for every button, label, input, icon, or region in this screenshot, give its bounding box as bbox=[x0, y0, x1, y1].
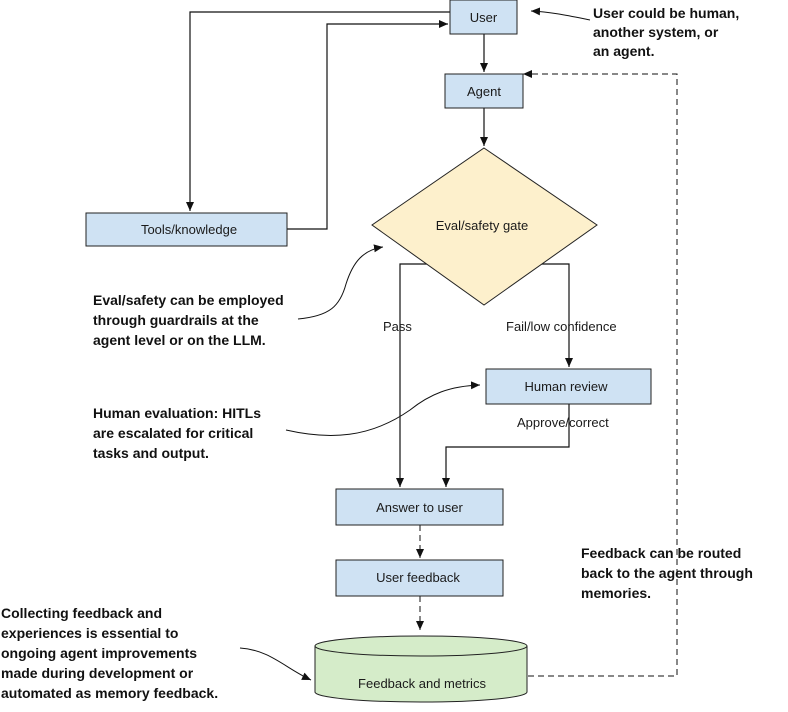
edge-gate-fail bbox=[538, 263, 573, 367]
callout-gate-connector bbox=[297, 244, 384, 320]
annotation-gate: Eval/safety can be employed through guar… bbox=[93, 292, 284, 348]
annotation-routing-line-1: Feedback can be routed bbox=[581, 545, 741, 561]
annotation-routing-line-2: back to the agent through bbox=[581, 565, 753, 581]
callout-collect-connector bbox=[239, 647, 312, 681]
annotation-collect-line-4: made during development or bbox=[1, 665, 194, 681]
callout-user-connector bbox=[530, 7, 591, 21]
node-gate-label: Eval/safety gate bbox=[436, 218, 529, 233]
node-agent: Agent bbox=[444, 73, 524, 109]
annotation-user-line-2: another system, or bbox=[593, 24, 719, 40]
node-user-label: User bbox=[470, 10, 498, 25]
annotation-collect-line-5: automated as memory feedback. bbox=[1, 685, 218, 701]
node-agent-label: Agent bbox=[467, 84, 501, 99]
annotation-collect-line-2: experiences is essential to bbox=[1, 625, 178, 641]
edge-label-approve: Approve/correct bbox=[517, 415, 609, 430]
annotation-gate-line-2: through guardrails at the bbox=[93, 312, 259, 328]
annotation-gate-line-3: agent level or on the LLM. bbox=[93, 332, 266, 348]
annotation-hitl-line-3: tasks and output. bbox=[93, 445, 209, 461]
annotation-routing-line-3: memories. bbox=[581, 585, 651, 601]
node-answer-to-user: Answer to user bbox=[335, 488, 504, 526]
node-user-feedback: User feedback bbox=[335, 559, 504, 597]
node-tools-knowledge: Tools/knowledge bbox=[85, 212, 288, 247]
annotation-collect: Collecting feedback and experiences is e… bbox=[1, 605, 218, 701]
annotation-routing: Feedback can be routed back to the agent… bbox=[581, 545, 753, 601]
edge-gate-pass bbox=[396, 263, 433, 487]
annotation-hitl: Human evaluation: HITLs are escalated fo… bbox=[93, 405, 261, 461]
node-user-feedback-label: User feedback bbox=[376, 570, 460, 585]
edge-label-pass: Pass bbox=[383, 319, 412, 334]
node-eval-safety-gate: Eval/safety gate bbox=[371, 147, 598, 306]
node-tools-label: Tools/knowledge bbox=[141, 222, 237, 237]
node-human-review-label: Human review bbox=[524, 379, 608, 394]
edge-tools-to-user bbox=[287, 20, 448, 230]
edge-user-to-tools bbox=[186, 11, 450, 211]
edge-review-to-answer bbox=[442, 404, 570, 487]
annotation-gate-line-1: Eval/safety can be employed bbox=[93, 292, 284, 308]
node-user: User bbox=[449, 0, 518, 35]
edge-label-fail: Fail/low confidence bbox=[506, 319, 617, 334]
annotation-user: User could be human, another system, or … bbox=[593, 5, 739, 59]
annotation-hitl-line-2: are escalated for critical bbox=[93, 425, 253, 441]
annotation-user-line-3: an agent. bbox=[593, 43, 654, 59]
edge-metrics-to-agent bbox=[523, 70, 678, 677]
annotation-hitl-line-1: Human evaluation: HITLs bbox=[93, 405, 261, 421]
node-feedback-metrics-cylinder: Feedback and metrics bbox=[314, 635, 528, 703]
node-answer-label: Answer to user bbox=[376, 500, 463, 515]
annotation-collect-line-3: ongoing agent improvements bbox=[1, 645, 197, 661]
annotation-user-line-1: User could be human, bbox=[593, 5, 739, 21]
annotation-collect-line-1: Collecting feedback and bbox=[1, 605, 162, 621]
callout-hitl-connector bbox=[285, 381, 481, 436]
node-human-review: Human review bbox=[485, 368, 652, 405]
node-metrics-label: Feedback and metrics bbox=[358, 676, 486, 691]
